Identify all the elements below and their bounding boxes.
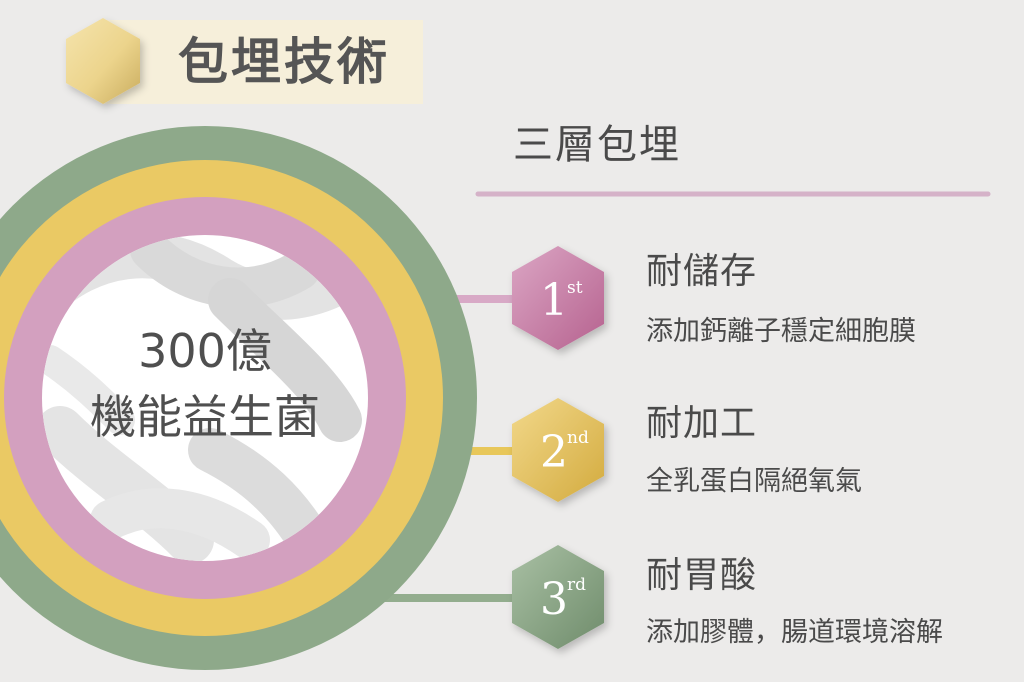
layer-2-title: 耐加工: [646, 403, 758, 444]
badge-3rd-hexagon: [512, 545, 604, 649]
badge-1st-suffix: st: [567, 278, 583, 298]
title-bar: [103, 20, 423, 104]
layer-1-title: 耐儲存: [646, 251, 758, 292]
badge-3rd-number: 3: [540, 574, 568, 625]
layer-2-desc: 全乳蛋白隔絕氧氣: [646, 466, 862, 497]
page-title: 包埋技術: [178, 33, 390, 91]
badge-2nd-hexagon: [512, 398, 604, 502]
layer-1-desc: 添加鈣離子穩定細胞膜: [646, 316, 916, 347]
layer-3-title: 耐胃酸: [646, 555, 758, 596]
center-count: 300億: [138, 324, 272, 378]
section-subtitle: 三層包埋: [513, 122, 681, 168]
center-label: 機能益生菌: [90, 390, 320, 444]
hexagon-icon: [66, 18, 140, 104]
layer-3-desc: 添加膠體，腸道環境溶解: [646, 617, 943, 648]
badge-3rd-suffix: rd: [567, 575, 587, 595]
badge-2nd-suffix: nd: [567, 428, 589, 448]
badge-1st-hexagon: [512, 246, 604, 350]
badge-2nd-number: 2: [540, 427, 568, 478]
badge-1st-number: 1: [540, 275, 568, 326]
